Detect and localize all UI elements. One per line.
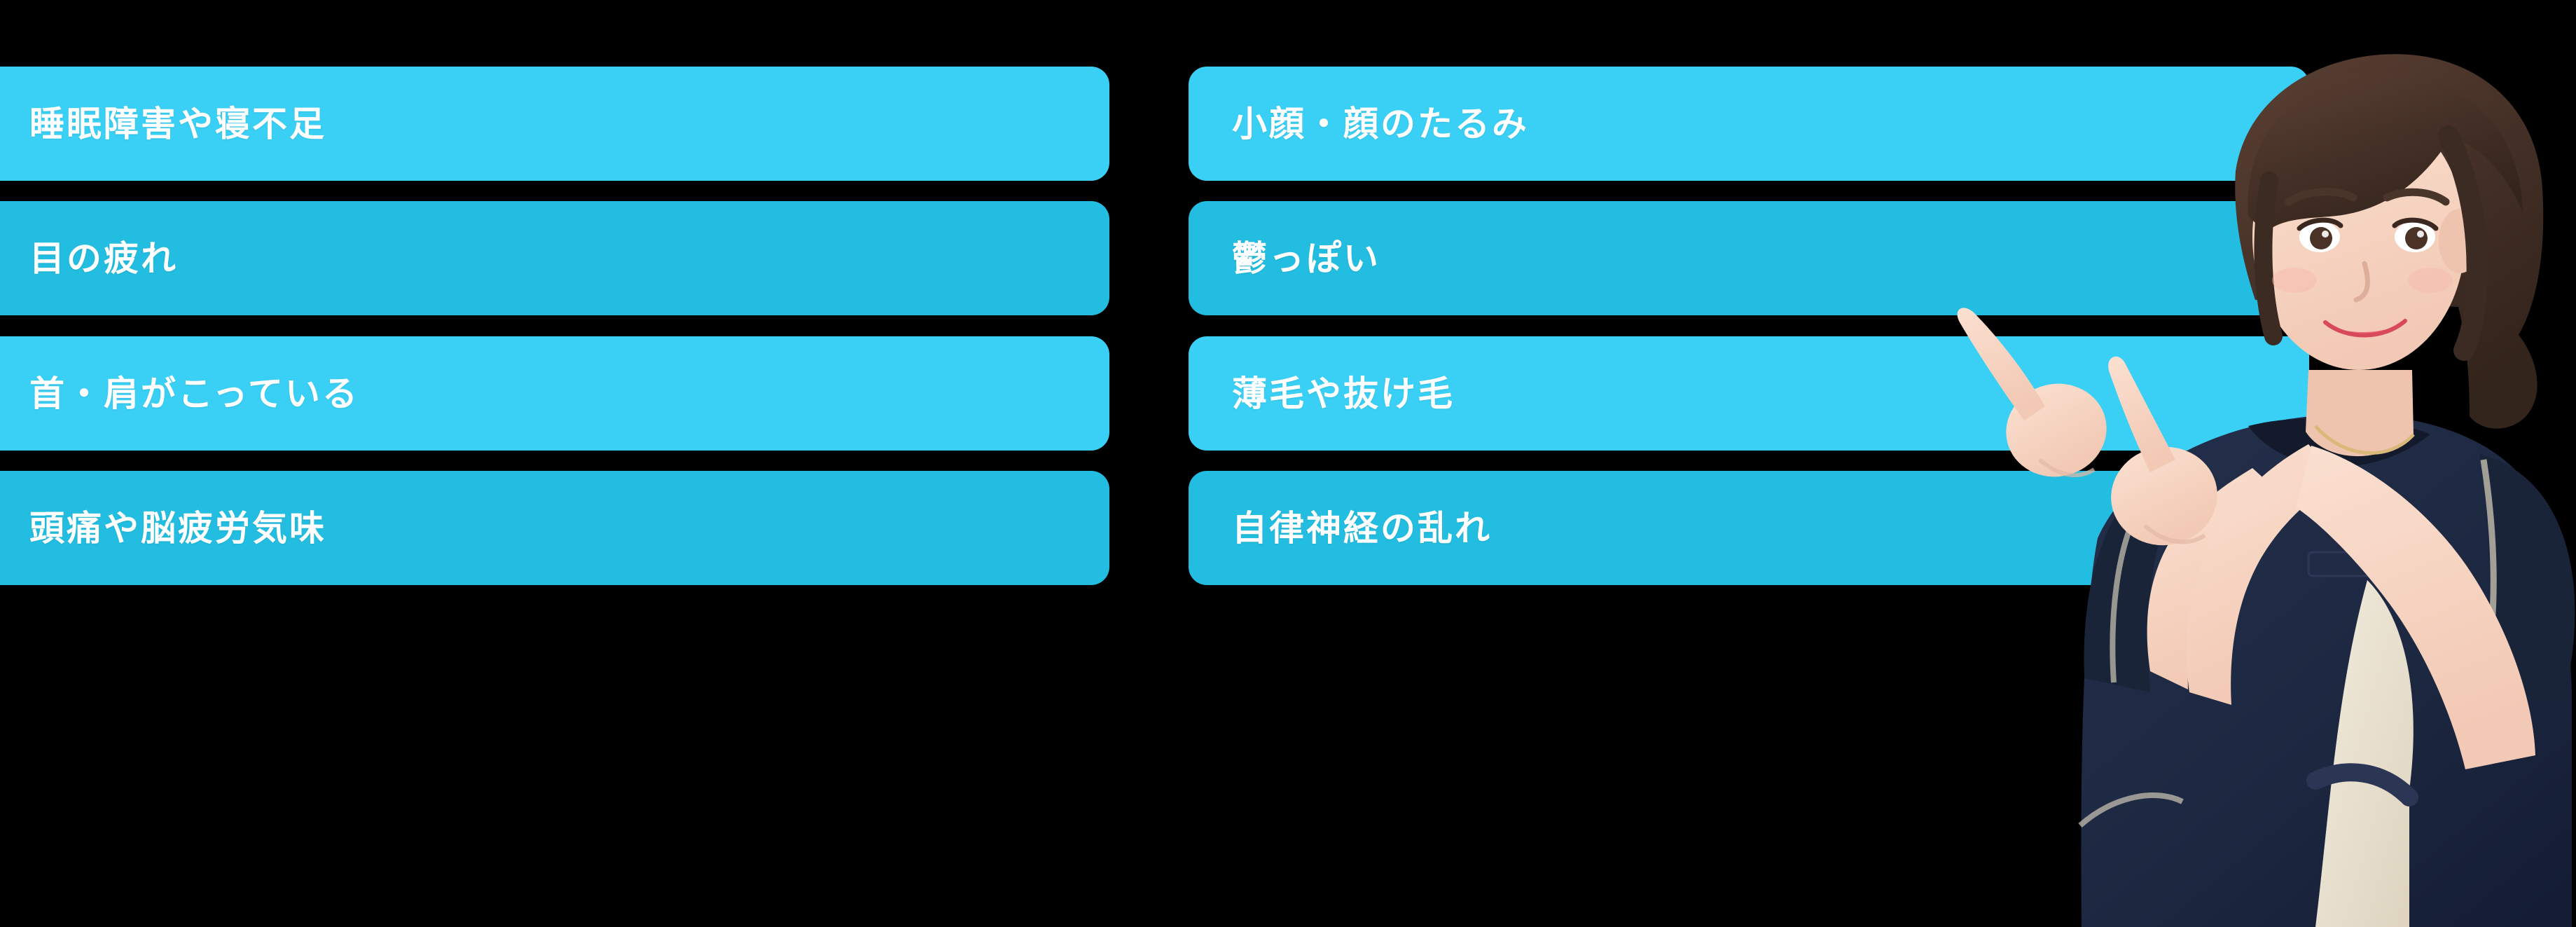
- condition-pill-left-3[interactable]: 首・肩がこっている: [0, 336, 1109, 451]
- condition-pill-label: 鬱っぽい: [1232, 238, 1380, 278]
- condition-pill-right-3[interactable]: 薄毛や抜け毛: [1189, 336, 2309, 451]
- condition-pill-left-4[interactable]: 頭痛や脳疲労気味: [0, 471, 1109, 585]
- condition-pill-label: 小顔・顔のたるみ: [1232, 104, 1529, 144]
- condition-pill-label: 目の疲れ: [29, 238, 178, 278]
- condition-pill-right-1[interactable]: 小顔・顔のたるみ: [1189, 67, 2309, 181]
- condition-pill-label: 薄毛や抜け毛: [1232, 373, 1455, 413]
- condition-pill-label: 自律神経の乱れ: [1232, 508, 1492, 548]
- condition-pill-left-1[interactable]: 睡眠障害や寝不足: [0, 67, 1109, 181]
- condition-pill-label: 首・肩がこっている: [29, 373, 359, 413]
- condition-pill-right-2[interactable]: 鬱っぽい: [1189, 201, 2309, 315]
- condition-pill-label: 睡眠障害や寝不足: [29, 104, 326, 144]
- condition-pill-left-2[interactable]: 目の疲れ: [0, 201, 1109, 315]
- condition-pill-label: 頭痛や脳疲労気味: [29, 508, 326, 548]
- condition-pill-right-4[interactable]: 自律神経の乱れ: [1189, 471, 2309, 585]
